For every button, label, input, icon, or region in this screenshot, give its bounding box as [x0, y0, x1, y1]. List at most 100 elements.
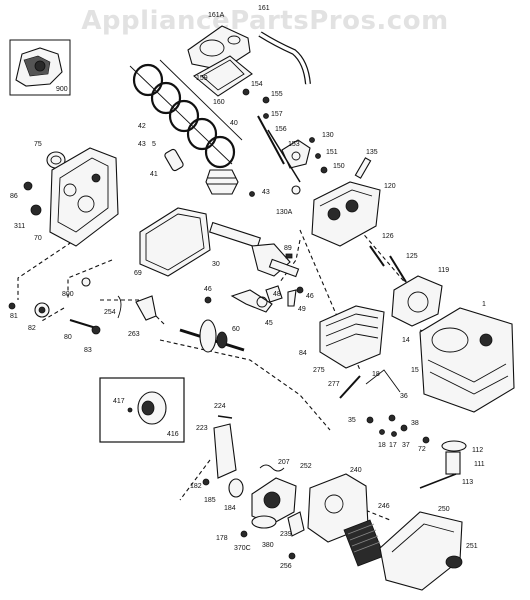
governor-lever[interactable]	[365, 369, 401, 393]
callout-417: 417	[113, 398, 125, 405]
callout-161A: 161A	[208, 12, 225, 19]
callout-161: 161	[258, 5, 270, 12]
callout-150: 150	[333, 163, 345, 170]
crankshaft-key[interactable]	[285, 253, 293, 259]
spark-plug[interactable]	[354, 157, 372, 179]
piston[interactable]	[205, 169, 239, 195]
callout-130A: 130A	[276, 209, 293, 216]
callout-81: 81	[10, 313, 18, 320]
valve[interactable]	[267, 129, 301, 183]
drain-plug[interactable]	[30, 204, 42, 216]
callout-246: 246	[378, 503, 390, 510]
callout-113: 113	[462, 479, 473, 486]
callout-254: 254	[104, 309, 116, 316]
camshaft[interactable]	[179, 319, 245, 353]
head-gasket[interactable]	[391, 275, 443, 327]
callout-800: 800	[62, 291, 74, 298]
cover-knob[interactable]	[445, 555, 463, 569]
callout-370C: 370C	[234, 545, 251, 552]
governor-link[interactable]	[117, 295, 122, 319]
rod-cap[interactable]	[265, 285, 283, 303]
rod-bolt[interactable]	[204, 296, 212, 304]
bowl-nut[interactable]	[240, 530, 248, 538]
oil-fill-tube[interactable]	[419, 440, 467, 489]
valve-lifter[interactable]	[135, 295, 157, 321]
carb-screw[interactable]	[202, 478, 210, 486]
choke-rod[interactable]	[339, 375, 361, 399]
callout-18: 18	[378, 442, 386, 449]
carburetor[interactable]	[251, 477, 297, 529]
lock-plate[interactable]	[296, 286, 304, 294]
governor-washer[interactable]	[81, 277, 91, 287]
callout-36: 36	[400, 393, 408, 400]
flywheel-inset[interactable]	[99, 377, 185, 443]
callout-185: 185	[204, 497, 216, 504]
callout-45: 45	[265, 320, 273, 327]
crankcase-gasket[interactable]	[139, 207, 211, 277]
governor-shaft[interactable]	[69, 319, 97, 329]
callout-111: 111	[474, 461, 485, 468]
callout-17: 17	[389, 442, 397, 449]
callout-126: 126	[382, 233, 394, 240]
callout-251: 251	[466, 543, 478, 550]
mount-screw[interactable]	[288, 552, 296, 560]
air-filter-element[interactable]	[343, 519, 385, 567]
callout-125: 125	[406, 253, 418, 260]
callout-207: 207	[278, 459, 290, 466]
callout-135: 135	[366, 149, 378, 156]
callout-112: 112	[472, 447, 483, 454]
callout-38: 38	[411, 420, 419, 427]
callout-224: 224	[214, 403, 226, 410]
callout-239: 239	[280, 531, 292, 538]
carb-gasket[interactable]	[228, 478, 244, 498]
callout-157: 157	[271, 111, 283, 118]
callout-41: 41	[150, 171, 158, 178]
callout-60: 60	[232, 326, 240, 333]
cylinder-head[interactable]	[311, 181, 381, 247]
head-fasteners[interactable]	[242, 88, 328, 197]
rocker-stud[interactable]	[257, 115, 285, 165]
callout-416: 416	[167, 431, 179, 438]
callout-151: 151	[326, 149, 338, 156]
callout-35: 35	[348, 417, 356, 424]
head-bolt[interactable]	[369, 245, 385, 267]
base-gasket[interactable]	[287, 511, 305, 537]
intake-adapter[interactable]	[213, 415, 237, 479]
callout-223: 223	[196, 425, 208, 432]
piston-pin[interactable]	[164, 148, 184, 172]
governor-crank[interactable]	[91, 325, 101, 335]
callout-37: 37	[402, 442, 410, 449]
valve-cover-gasket[interactable]	[193, 55, 253, 97]
callout-83: 83	[84, 347, 92, 354]
dashed-assembly-lines	[17, 214, 471, 521]
callout-14: 14	[402, 337, 410, 344]
callout-120: 120	[384, 183, 396, 190]
cylinder-block[interactable]	[419, 307, 515, 413]
callout-40: 40	[230, 120, 238, 127]
fasteners-cluster[interactable]	[366, 414, 430, 444]
callout-1: 1	[482, 301, 486, 308]
cover-bolt[interactable]	[23, 181, 33, 191]
callout-184: 184	[224, 505, 236, 512]
callout-159: 159	[196, 75, 208, 82]
drain-bolt[interactable]	[8, 302, 16, 310]
callout-178: 178	[216, 535, 228, 542]
piston-rings[interactable]	[129, 59, 243, 169]
callout-155: 155	[271, 91, 283, 98]
dipper[interactable]	[287, 289, 297, 307]
engine-thumbnail-inset[interactable]	[9, 39, 71, 96]
callout-89: 89	[284, 245, 292, 252]
callout-43: 43	[262, 189, 270, 196]
air-shroud[interactable]	[319, 305, 385, 369]
air-filter-cover[interactable]	[379, 511, 463, 591]
connecting-rod[interactable]	[230, 289, 273, 313]
exhaust-valve[interactable]	[389, 255, 407, 283]
crankcase-cover[interactable]	[49, 147, 119, 247]
callout-263: 263	[128, 331, 140, 338]
callout-43: 43	[138, 141, 146, 148]
callout-15: 15	[411, 367, 419, 374]
crankshaft[interactable]	[208, 221, 300, 278]
governor-gear[interactable]	[34, 302, 50, 318]
choke-spring[interactable]	[259, 464, 285, 472]
callout-277: 277	[328, 381, 340, 388]
